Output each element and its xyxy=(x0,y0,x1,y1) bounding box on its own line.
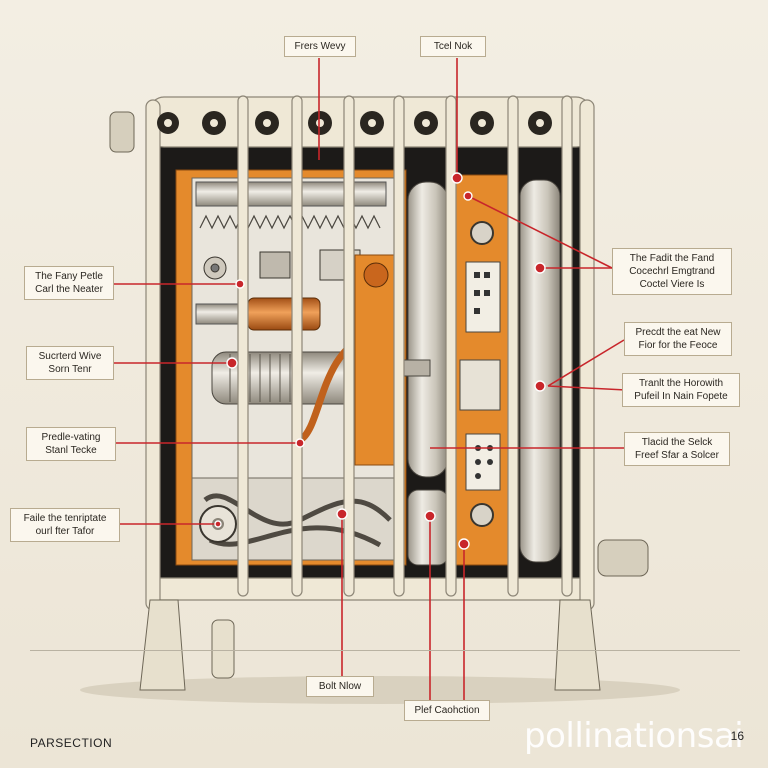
inner-orange-duct xyxy=(354,254,401,466)
knob-top xyxy=(470,221,494,245)
callout-text: Coctel Viere Is xyxy=(639,279,705,290)
callout-text: Tranlt the Horowith xyxy=(638,378,724,389)
callout-right-1: The Fadit the Fand Cocechrl Emgtrand Coc… xyxy=(612,248,732,295)
radiator-legs xyxy=(139,599,601,691)
callout-text: Pufeil In Nain Fopete xyxy=(634,391,728,402)
bottom-right-valve-cap xyxy=(597,539,649,577)
callout-text: Frers Wevy xyxy=(294,41,346,52)
copper-valve xyxy=(247,297,321,331)
callout-text: Precdt the eat New xyxy=(635,327,721,338)
callout-right-4: Tlacid the Selck Freef Sfar a Solcer xyxy=(624,432,730,466)
tank-cylinder-left xyxy=(407,181,449,478)
callout-text: The Fadit the Fand xyxy=(629,253,715,264)
switch-panel-upper xyxy=(465,261,501,333)
switch-panel-lower xyxy=(465,433,501,491)
knob-bottom xyxy=(470,503,494,527)
pressure-dial xyxy=(363,262,389,288)
callout-left-1: The Fany Petle Carl the Neater xyxy=(24,266,114,300)
callout-text: Predle-vating xyxy=(41,432,101,443)
switch-dots-lower xyxy=(475,445,493,479)
callout-left-2: Sucrterd Wive Sorn Tenr xyxy=(26,346,114,380)
callout-text: ourl fter Tafor xyxy=(35,526,95,537)
callout-dots xyxy=(214,172,546,550)
callout-text: Cocechrl Emgtrand xyxy=(629,266,715,277)
callout-left-4: Faile the tenriptate ourl fter Tafor xyxy=(10,508,120,542)
callout-text: Freef Sfar a Solcer xyxy=(635,450,719,461)
callout-text: Stanl Tecke xyxy=(45,445,97,456)
switch-dots-upper xyxy=(474,272,490,314)
tank-base-left xyxy=(407,489,449,566)
watermark: pollinationsai xyxy=(524,716,744,756)
callout-text: Sucrterd Wive xyxy=(38,351,102,362)
callout-text: Bolt Nlow xyxy=(318,681,362,692)
section-title: PARSECTION xyxy=(30,736,113,750)
callout-left-3: Predle-vating Stanl Tecke xyxy=(26,427,116,461)
footer-rule xyxy=(30,650,740,651)
callout-text: Faile the tenriptate xyxy=(23,513,107,524)
callout-text: Plef Caohction xyxy=(414,705,480,716)
callout-top-left: Frers Wevy xyxy=(284,36,356,57)
floor-shadow xyxy=(80,676,680,704)
callout-text: Sorn Tenr xyxy=(48,364,92,375)
upper-heater-rod xyxy=(195,181,387,207)
callout-right-3: Tranlt the Horowith Pufeil In Nain Fopet… xyxy=(622,373,740,407)
callout-right-2: Precdt the eat New Fior for the Feoce xyxy=(624,322,732,356)
callout-text: Tlacid the Selck xyxy=(641,437,713,448)
gauge-box xyxy=(459,359,501,411)
callout-text: Fior for the Feoce xyxy=(638,340,718,351)
callout-lines xyxy=(112,58,627,700)
callout-bottom-1: Bolt Nlow xyxy=(306,676,374,697)
callout-bottom-2: Plef Caohction xyxy=(404,700,490,721)
page-number: 16 xyxy=(730,729,744,743)
tank-cylinder-right xyxy=(519,179,561,563)
top-left-valve-cap xyxy=(109,111,135,153)
radiator-fins xyxy=(145,95,595,611)
callout-text: Tcel Nok xyxy=(433,41,473,52)
gear-cluster xyxy=(203,249,361,281)
callout-top-right: Tcel Nok xyxy=(420,36,486,57)
callout-text: The Fany Petle xyxy=(35,271,103,282)
rosette-highlights xyxy=(164,119,544,127)
callout-text: Carl the Neater xyxy=(35,284,103,295)
